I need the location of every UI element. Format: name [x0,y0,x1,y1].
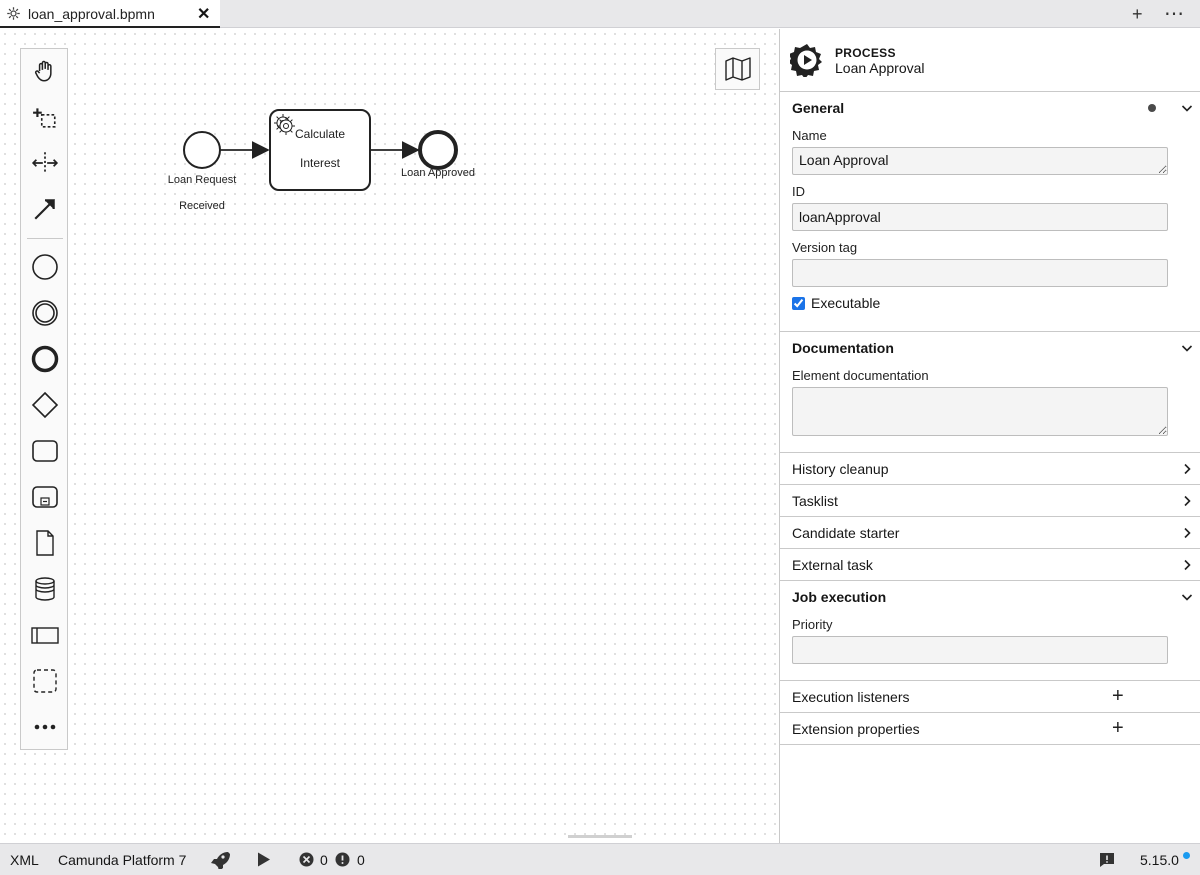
changes-indicator-dot [1148,104,1156,112]
data-store-icon[interactable] [29,573,61,605]
subprocess-icon[interactable] [29,481,61,513]
add-execution-listener-icon[interactable]: + [1112,685,1124,707]
chevron-right-icon[interactable] [1181,526,1193,544]
service-task-gear-icon [274,114,295,135]
feedback-icon[interactable] [1099,852,1115,871]
end-event-icon[interactable] [29,343,61,375]
close-icon[interactable]: ✕ [197,6,211,23]
tab-loan-approval[interactable]: loan_approval.bpmn ✕ [0,0,220,28]
more-tools-icon[interactable] [29,711,61,743]
divider [780,331,1200,332]
id-label: ID [792,184,805,199]
element-name: Loan Approval [835,60,925,76]
group-execution-listeners-header[interactable]: Execution listeners + [780,681,1200,713]
warning-icon[interactable] [335,852,350,870]
element-documentation-field[interactable] [792,387,1168,436]
group-general-header[interactable]: General [780,92,1200,124]
group-tasklist-title: Tasklist [792,493,838,509]
service-task-label-line2: Interest [299,156,341,170]
warning-count: 0 [357,852,365,868]
engine-platform[interactable]: Camunda Platform 7 [58,852,187,868]
chevron-down-icon[interactable] [1181,341,1193,359]
group-execution-listeners-title: Execution listeners [792,689,910,705]
chevron-down-icon[interactable] [1181,101,1193,119]
start-event-icon[interactable] [29,251,61,283]
chevron-right-icon[interactable] [1181,558,1193,576]
data-object-icon[interactable] [29,527,61,559]
update-available-dot [1183,852,1190,859]
palette-separator [27,238,63,239]
error-icon[interactable] [299,852,314,870]
name-field[interactable]: Loan Approval [792,147,1168,175]
group-candidate-starter-header[interactable]: Candidate starter [780,517,1200,549]
group-history-cleanup-header[interactable]: History cleanup [780,453,1200,485]
palette [20,48,68,750]
diagram-canvas[interactable]: Loan Request Received Calculate Interest… [0,29,779,843]
canvas-resize-handle[interactable] [568,835,632,838]
gear-icon [6,6,21,26]
error-count: 0 [320,852,328,868]
pool-icon[interactable] [29,619,61,651]
lasso-tool-icon[interactable] [29,101,61,133]
id-field[interactable] [792,203,1168,231]
plus-icon[interactable]: + [1132,4,1143,24]
start-event-label-line2: Received [179,200,225,212]
executable-checkbox[interactable] [792,297,805,310]
start-event-label: Loan Request Received [152,167,252,219]
xml-toggle[interactable]: XML [10,852,39,868]
group-candidate-starter-title: Candidate starter [792,525,900,541]
deploy-icon[interactable] [210,851,230,872]
play-icon[interactable] [257,852,271,870]
group-extension-properties-title: Extension properties [792,721,920,737]
group-general-title: General [792,100,845,116]
panel-header: PROCESS Loan Approval [780,29,1200,92]
tab-title: loan_approval.bpmn [28,6,155,22]
end-event-label: Loan Approved [400,167,475,179]
hand-tool-icon[interactable] [29,55,61,87]
add-extension-property-icon[interactable]: + [1112,717,1124,739]
group-documentation-title: Documentation [792,340,894,356]
minimap-toggle-button[interactable] [715,48,760,90]
tab-bar: loan_approval.bpmn ✕ + ⋯ [0,0,1200,28]
intermediate-event-icon[interactable] [29,297,61,329]
divider [780,680,1200,681]
task-icon[interactable] [29,435,61,467]
divider [780,452,1200,453]
process-icon [788,43,824,82]
chevron-right-icon[interactable] [1181,494,1193,512]
status-bar: XML Camunda Platform 7 0 0 5.15.0 [0,843,1200,875]
group-external-task-title: External task [792,557,873,573]
map-icon [724,57,751,81]
chevron-down-icon[interactable] [1181,590,1193,608]
start-event-loan-request[interactable] [183,131,221,169]
end-event-loan-approved[interactable] [418,130,458,170]
gateway-icon[interactable] [29,389,61,421]
service-task-label-line1: Calculate [294,127,346,141]
space-tool-icon[interactable] [29,147,61,179]
group-documentation-header[interactable]: Documentation [780,332,1200,364]
group-job-execution-title: Job execution [792,589,887,605]
group-history-cleanup-title: History cleanup [792,461,889,477]
priority-label: Priority [792,617,833,632]
group-external-task-header[interactable]: External task [780,549,1200,581]
properties-panel: PROCESS Loan Approval General Name Loan … [779,29,1200,843]
priority-field[interactable] [792,636,1168,664]
group-tasklist-header[interactable]: Tasklist [780,485,1200,517]
name-label: Name [792,128,827,143]
bpmn-diagram [183,109,458,191]
connect-tool-icon[interactable] [29,193,61,225]
executable-label: Executable [811,295,881,311]
group-extension-properties-header[interactable]: Extension properties + [780,713,1200,745]
service-task-label: Calculate Interest [270,120,370,178]
start-event-label-line1: Loan Request [167,174,237,186]
version-indicator[interactable]: 5.15.0 [1140,852,1179,868]
chevron-right-icon[interactable] [1181,462,1193,480]
version-tag-label: Version tag [792,240,858,255]
element-type: PROCESS [835,46,896,60]
element-documentation-label: Element documentation [792,368,929,383]
group-job-execution-header[interactable]: Job execution [780,581,1200,613]
more-icon[interactable]: ⋯ [1164,3,1184,25]
version-tag-field[interactable] [792,259,1168,287]
group-icon[interactable] [29,665,61,697]
